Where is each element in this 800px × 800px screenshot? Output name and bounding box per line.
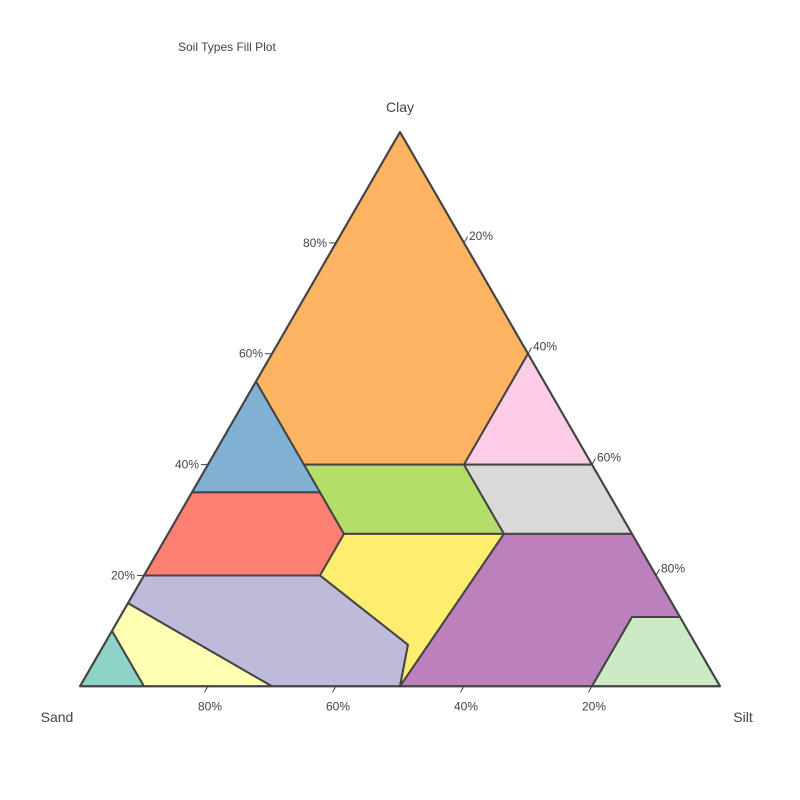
axis-title-sand: Sand <box>41 709 74 725</box>
axis-title-clay: Clay <box>386 99 414 115</box>
soil-region-8 <box>319 532 505 688</box>
clay-tick-label: 60% <box>239 347 263 361</box>
triangle-outline <box>79 131 721 688</box>
sand-tick-mark <box>332 686 337 693</box>
sand-tick-label: 80% <box>198 699 222 713</box>
axis-ticks: 20% 40% 60% 80% 20% 40% 60% 80% 20% 40% 60% 80% <box>111 229 685 713</box>
silt-tick-label: 20% <box>469 229 493 243</box>
axis-title-silt: Silt <box>733 709 753 725</box>
clay-tick-label: 80% <box>303 236 327 250</box>
soil-region-4 <box>143 491 345 577</box>
soil-regions <box>79 131 721 688</box>
triangle-frame <box>79 131 721 688</box>
sand-tick-label: 60% <box>326 699 350 713</box>
silt-tick-label: 60% <box>597 451 621 465</box>
sand-tick-mark <box>204 686 209 693</box>
silt-tick-label: 40% <box>533 340 557 354</box>
sand-tick-mark <box>588 686 593 693</box>
soil-region-6 <box>255 131 529 466</box>
silt-tick-mark <box>655 569 660 576</box>
clay-tick-label: 20% <box>111 568 135 582</box>
sand-tick-label: 40% <box>454 699 478 713</box>
sand-tick-mark <box>460 686 465 693</box>
sand-tick-label: 20% <box>582 699 606 713</box>
clay-tick-label: 40% <box>175 458 199 472</box>
silt-tick-mark <box>591 458 596 465</box>
silt-tick-mark <box>527 347 532 354</box>
chart-title: Soil Types Fill Plot <box>178 40 276 54</box>
silt-tick-label: 80% <box>661 561 685 575</box>
silt-tick-mark <box>463 236 468 244</box>
